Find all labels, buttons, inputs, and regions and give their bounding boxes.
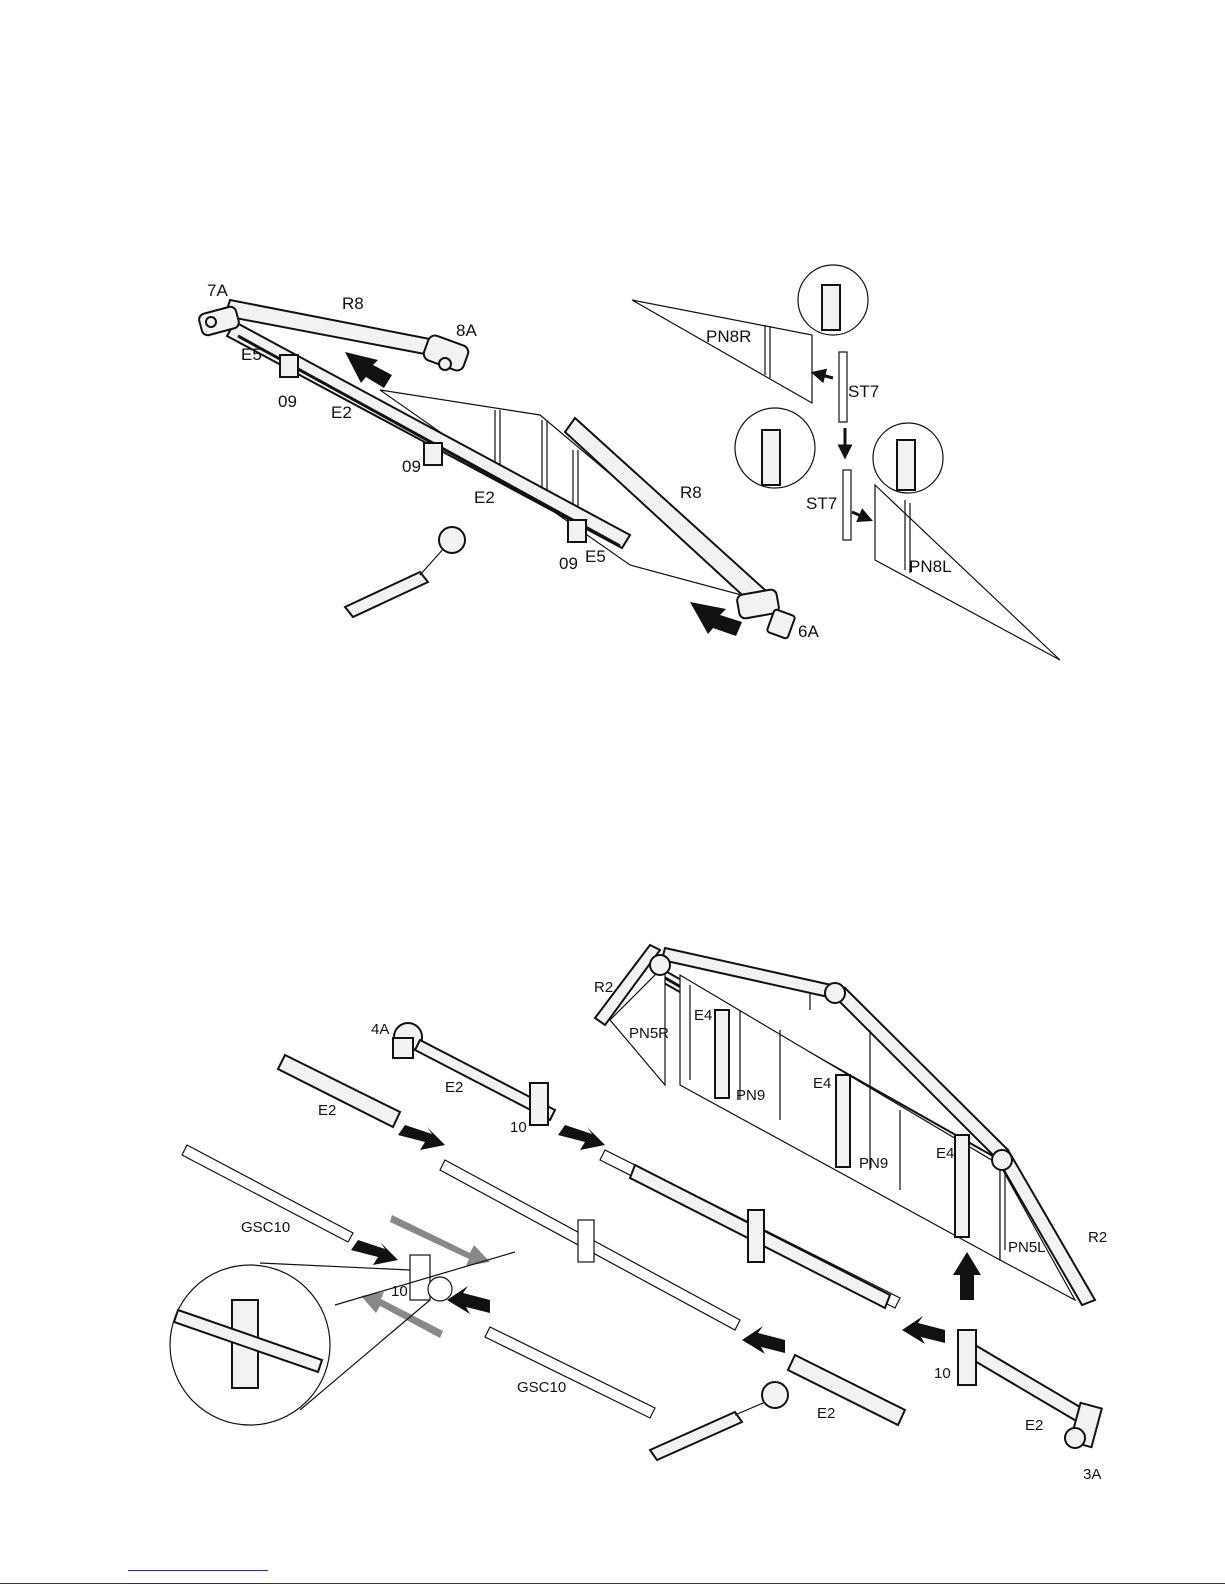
top-assembly-diagram: 7A R8 8A E5 09 E2 09 E2 R8 09 E5 6A PN8R…	[198, 265, 1060, 660]
label-st7-a: ST7	[848, 382, 879, 401]
label-4a: 4A	[371, 1021, 389, 1038]
beam-e2-right	[968, 1345, 1085, 1422]
label-r8-top: R8	[342, 294, 364, 313]
beam-e2-bottom	[788, 1355, 905, 1425]
insert-arrow-icon	[902, 1316, 945, 1344]
connector-10-c	[958, 1330, 976, 1385]
strip-gsc10-b	[485, 1327, 655, 1418]
label-gsc10-a: GSC10	[241, 1219, 290, 1236]
label-pn8l: PN8L	[909, 557, 952, 576]
label-e2-top: E2	[445, 1079, 463, 1096]
label-e4-a: E4	[694, 1007, 712, 1024]
screwdriver-icon	[650, 1400, 770, 1460]
post-e4-b	[836, 1075, 850, 1167]
connector-ridge-left	[650, 955, 670, 975]
connector-4a	[393, 1023, 422, 1058]
beam-e2-left	[278, 1055, 400, 1127]
label-7a: 7A	[207, 281, 228, 300]
connector-ghost	[578, 1220, 594, 1262]
label-e2-a: E2	[331, 403, 352, 422]
screwdriver-icon	[345, 547, 445, 617]
insert-arrow-icon	[447, 1286, 490, 1314]
label-r2-left: R2	[594, 979, 613, 996]
label-e4-b: E4	[813, 1075, 831, 1092]
label-10-b: 10	[391, 1283, 408, 1300]
bottom-assembly-diagram: R2 E4 PN5R 4A E2 E2 10 PN9 E4 PN9 E4 PN5…	[170, 945, 1107, 1483]
label-r8-right: R8	[680, 483, 702, 502]
label-e5-left: E5	[241, 345, 262, 364]
label-e2-b: E2	[474, 488, 495, 507]
insert-arrow-icon	[953, 1252, 981, 1300]
label-e2-right: E2	[1025, 1417, 1043, 1434]
connector-ridge-right	[825, 983, 845, 1003]
bracket-09-c	[568, 520, 586, 542]
label-09-b: 09	[402, 457, 421, 476]
insert-arrow-icon	[558, 1125, 605, 1150]
label-09-a: 09	[278, 392, 297, 411]
label-e2-left: E2	[318, 1102, 336, 1119]
label-e2-bottom: E2	[817, 1405, 835, 1422]
panel-pn8r	[632, 300, 812, 403]
insert-arrow-icon	[690, 602, 742, 636]
label-09-c: 09	[559, 554, 578, 573]
insert-arrow-icon	[742, 1326, 785, 1354]
insert-arrow-icon	[390, 1215, 490, 1266]
panel-pn5l	[1000, 1165, 1075, 1300]
label-e5-right: E5	[585, 547, 606, 566]
label-pn5r: PN5R	[629, 1025, 669, 1042]
strip-st7-b	[843, 470, 851, 540]
post-e4-a	[715, 1010, 729, 1098]
connector-corner	[992, 1150, 1012, 1170]
label-e4-c: E4	[936, 1145, 954, 1162]
label-pn8r: PN8R	[706, 327, 751, 346]
bracket-09-a	[280, 355, 298, 377]
bracket-09-b	[424, 443, 442, 465]
label-10-c: 10	[934, 1365, 951, 1382]
insert-arrow-icon	[345, 352, 392, 388]
label-gsc10-b: GSC10	[517, 1379, 566, 1396]
footer-link-underline	[128, 1570, 268, 1571]
panel-pn8l	[875, 485, 1060, 660]
label-pn9-a: PN9	[736, 1087, 765, 1104]
label-8a: 8A	[456, 321, 477, 340]
connector-mid	[748, 1210, 764, 1262]
label-pn9-b: PN9	[859, 1155, 888, 1172]
connector-6a	[736, 589, 795, 639]
label-3a: 3A	[1083, 1466, 1101, 1483]
magnifier-detail-icon	[762, 1382, 788, 1408]
strip-st7-a	[839, 352, 847, 422]
label-r2-right: R2	[1088, 1229, 1107, 1246]
label-10-a: 10	[510, 1119, 527, 1136]
connector-10-a	[530, 1083, 548, 1125]
label-6a: 6A	[798, 622, 819, 641]
footer-rule	[0, 1583, 1225, 1584]
magnifier-detail-icon	[439, 527, 465, 553]
insert-arrow-icon	[351, 1240, 398, 1265]
insert-arrow-icon	[398, 1125, 445, 1150]
label-st7-b: ST7	[806, 494, 837, 513]
post-e4-c	[955, 1135, 969, 1237]
label-pn5l: PN5L	[1008, 1239, 1046, 1256]
